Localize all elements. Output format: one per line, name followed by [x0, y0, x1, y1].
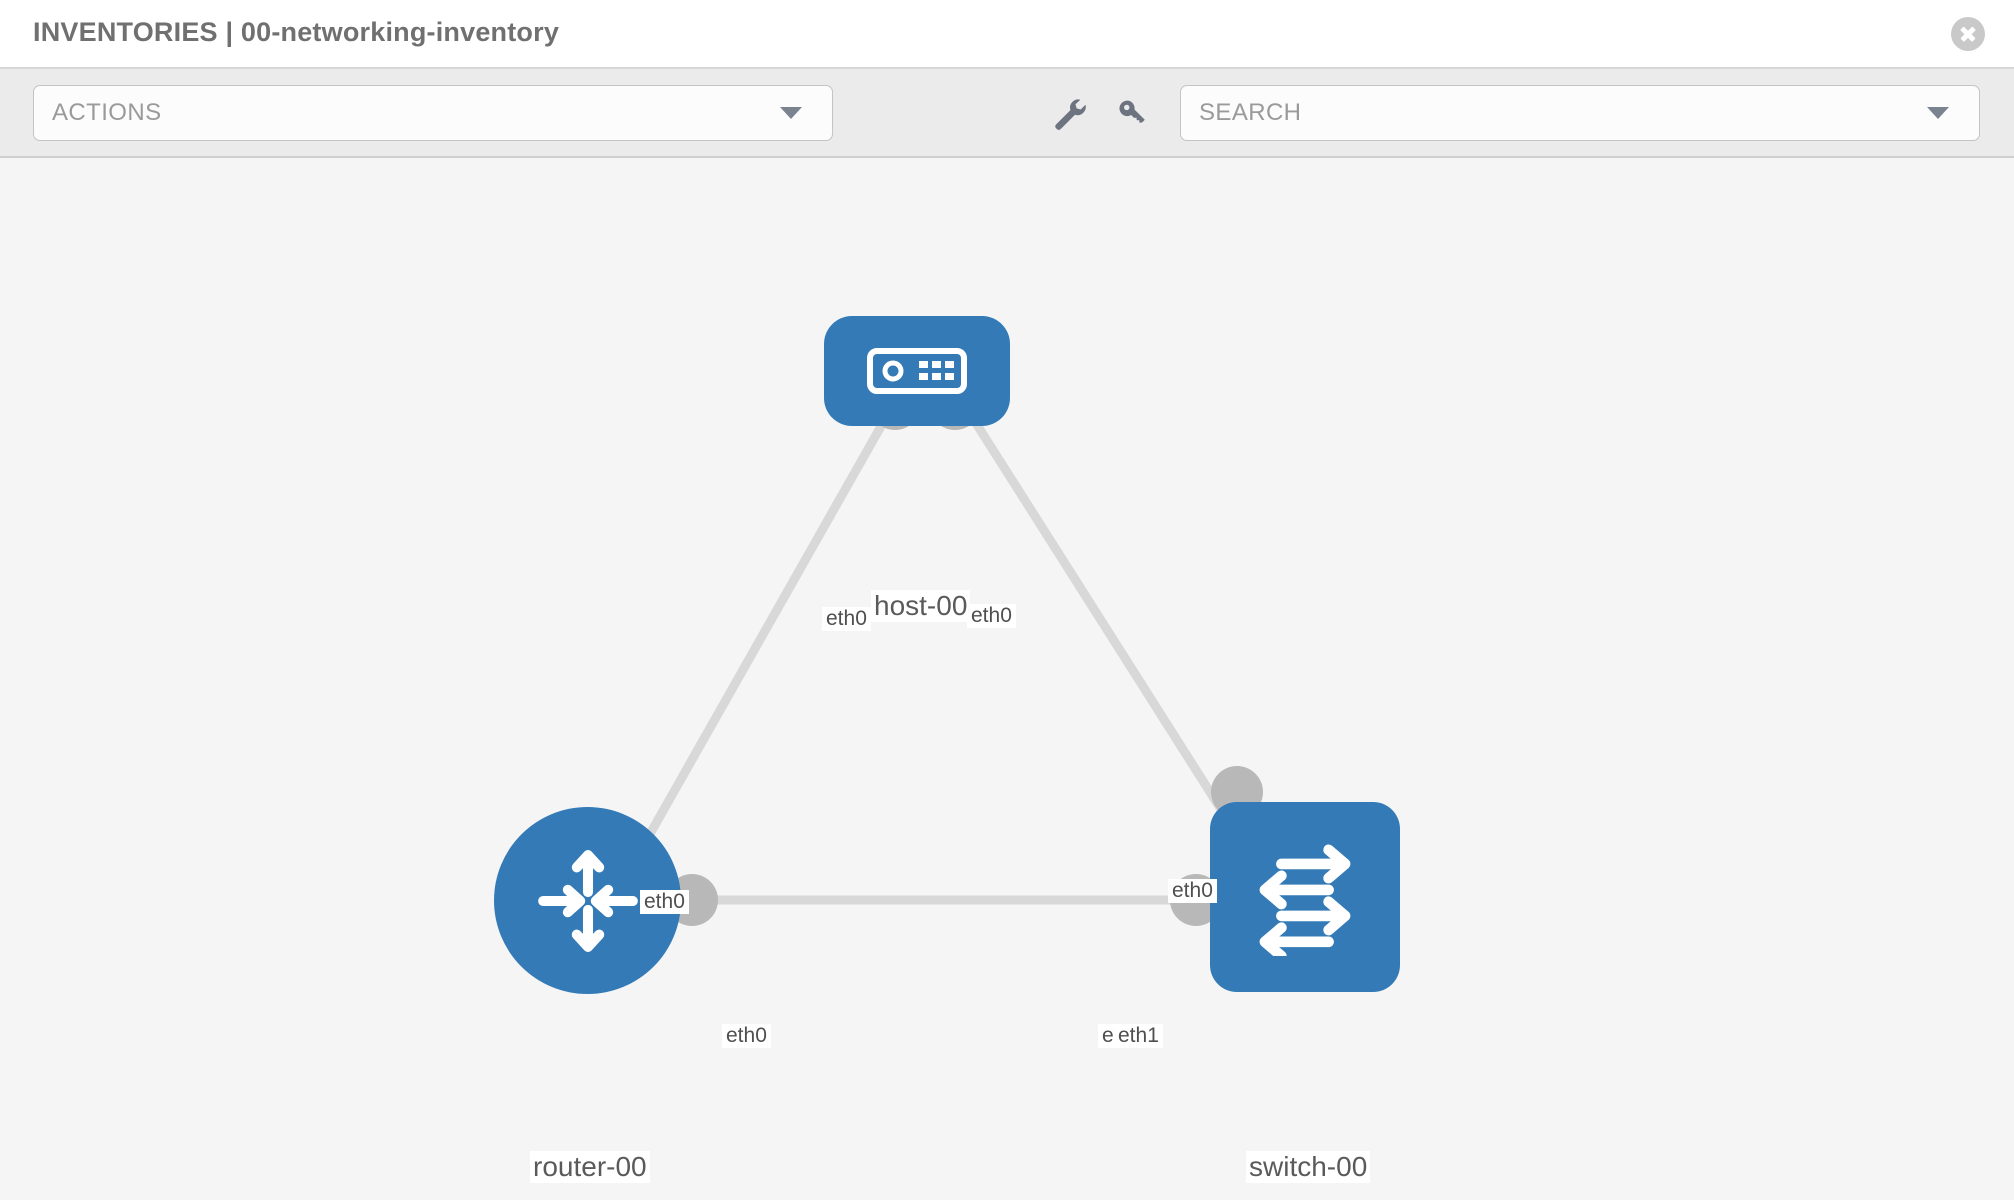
chevron-down-icon: [780, 107, 802, 119]
node-label-switch-00: switch-00: [1246, 1151, 1371, 1183]
node-label-host-00: host-00: [871, 590, 971, 622]
page-header: INVENTORIES | 00-networking-inventory: [0, 0, 2014, 69]
key-icon[interactable]: [1115, 94, 1153, 132]
interface-label-router-side: eth0: [722, 1024, 771, 1048]
router-arrows-icon: [537, 849, 638, 952]
server-icon: [867, 348, 967, 394]
switch-arrows-icon: [1259, 844, 1351, 956]
close-icon[interactable]: [1951, 17, 1985, 51]
interface-label-host-right: eth0: [967, 604, 1016, 628]
interface-label-host-left: eth0: [822, 607, 871, 631]
toolbar: ACTIONS SEARCH: [0, 69, 2014, 158]
wrench-icon[interactable]: [1050, 94, 1088, 132]
node-label-router-00: router-00: [530, 1151, 650, 1183]
topology-graph: [621, 378, 1263, 926]
topology-links: [621, 395, 1259, 905]
search-input[interactable]: SEARCH: [1180, 85, 1980, 141]
page-title: INVENTORIES | 00-networking-inventory: [33, 17, 560, 47]
interface-label-switch-side: eth1: [1114, 1024, 1163, 1048]
interface-label-router-up: eth0: [640, 890, 689, 914]
interface-label-switch-up: eth0: [1168, 879, 1217, 903]
search-placeholder: SEARCH: [1199, 99, 1302, 126]
actions-dropdown[interactable]: ACTIONS: [33, 85, 833, 141]
node-host-00[interactable]: [824, 316, 1010, 426]
link-host-router[interactable]: [621, 395, 901, 881]
actions-dropdown-label: ACTIONS: [52, 99, 162, 126]
topology-canvas[interactable]: host-00 eth0 eth0 router-00 eth0 eth0: [0, 158, 2014, 1200]
link-host-switch[interactable]: [956, 395, 1259, 866]
chevron-down-icon: [1927, 107, 1949, 119]
node-switch-00[interactable]: [1210, 802, 1400, 992]
